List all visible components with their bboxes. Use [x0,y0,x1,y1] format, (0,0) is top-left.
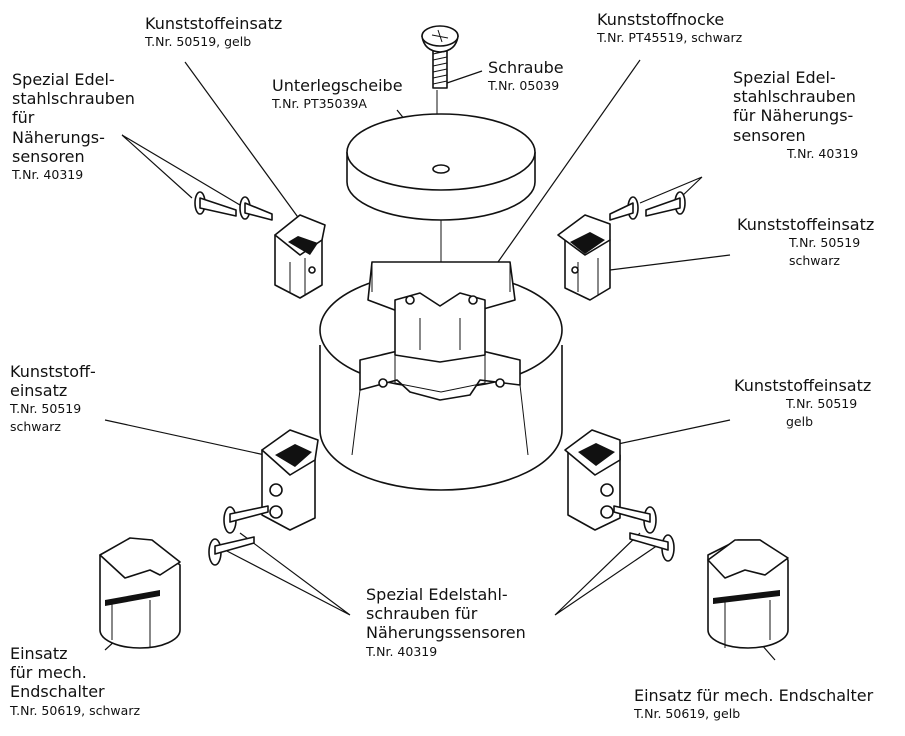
label-title: Kunststoffeinsatz [734,376,872,395]
label-screw: Schraube T.Nr. 05039 [488,58,564,95]
screw-pair-bottom-right [613,505,675,562]
label-line: stahlschrauben [12,89,135,109]
label-part-number: T.Nr. 50519 [789,235,861,251]
label-line: Kunststoff- [10,362,96,381]
label-part-number: T.Nr. 40319 [12,166,84,182]
screw-pair-top-right [609,191,686,221]
label-title: Unterlegscheibe [272,76,403,95]
label-insert-top-left: Kunststoffeinsatz T.Nr. 50519, gelb [145,14,282,51]
label-part-number: T.Nr. 05039 [488,78,560,94]
label-title: Einsatz für mech. Endschalter [634,686,874,705]
label-line: sensoren [12,146,85,166]
label-part-number: T.Nr. 50619, schwarz [10,702,141,718]
label-color: gelb [786,413,814,429]
label-line: schrauben für [366,604,478,624]
label-part-number: T.Nr. 50519 [10,401,82,417]
screw [421,25,459,89]
screw-pair-bottom-left [208,505,269,566]
screw-pair-top-left [194,191,273,221]
label-line: für mech. [10,663,87,683]
label-insert-left-black: Kunststoff- einsatz T.Nr. 50519 schwarz [10,362,96,435]
switch-insert-right [707,539,789,649]
label-special-screws-top-right: Spezial Edel- stahlschrauben für Näherun… [733,68,858,162]
label-insert-right-yellow: Kunststoffeinsatz T.Nr. 50519 gelb [734,376,871,430]
label-line: Spezial Edel- [733,68,836,87]
label-part-number: T.Nr. 50619, gelb [634,706,741,722]
label-line: sensoren [733,125,806,145]
label-title: Schraube [488,58,564,77]
label-line: einsatz [10,381,68,401]
label-part-number: T.Nr. 50519, gelb [145,34,252,50]
base-body [319,261,563,491]
label-part-number: T.Nr. 40319 [787,145,859,161]
label-washer: Unterlegscheibe T.Nr. PT35039A [272,76,403,113]
label-line: Näherungs- [12,127,105,147]
label-cam: Kunststoffnocke T.Nr. PT45519, schwarz [597,10,742,47]
label-line: Endschalter [10,682,105,702]
insert-bottom-right [564,429,621,531]
label-switch-insert-left: Einsatz für mech. Endschalter T.Nr. 5061… [10,644,140,719]
label-line: Einsatz [10,644,68,663]
insert-top-left [274,214,326,299]
label-insert-right-black: Kunststoffeinsatz T.Nr. 50519 schwarz [737,215,874,269]
switch-insert-left [99,537,181,649]
label-title: Kunststoffnocke [597,10,725,29]
label-special-screws-top-left: Spezial Edel- stahlschrauben für Näherun… [12,70,135,183]
label-line: für [12,108,35,128]
label-line: stahlschrauben [733,87,856,107]
insert-top-right [557,214,611,301]
label-title: Kunststoffeinsatz [737,215,875,234]
label-part-number: T.Nr. 40319 [366,643,438,659]
label-line: für Näherungs- [733,106,854,126]
label-line: Spezial Edelstahl- [366,585,508,604]
label-line: Spezial Edel- [12,70,115,89]
label-color: schwarz [10,418,61,434]
label-special-screws-bottom: Spezial Edelstahl- schrauben für Näherun… [366,585,526,660]
label-part-number: T.Nr. PT35039A [272,96,367,112]
label-line: Näherungssensoren [366,623,526,643]
label-color: schwarz [789,252,840,268]
label-part-number: T.Nr. PT45519, schwarz [597,30,743,46]
washer [346,113,536,221]
label-switch-insert-right: Einsatz für mech. Endschalter T.Nr. 5061… [634,686,873,723]
label-part-number: T.Nr. 50519 [786,396,858,412]
label-title: Kunststoffeinsatz [145,14,283,33]
insert-bottom-left [261,429,319,531]
